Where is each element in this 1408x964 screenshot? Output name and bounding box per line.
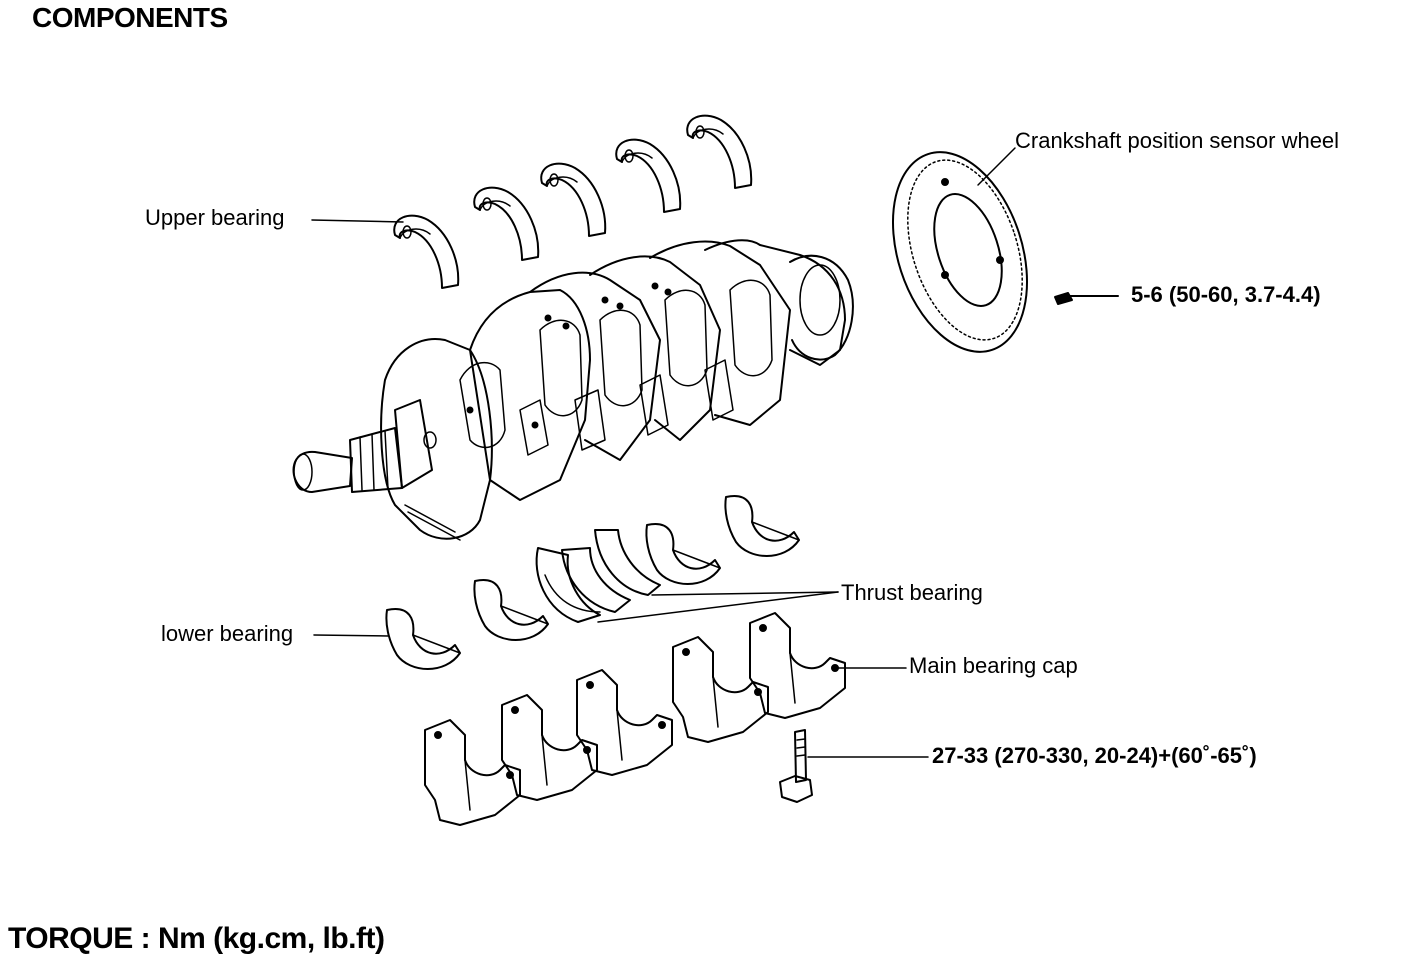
lower-bearing-shells	[385, 495, 800, 670]
main-bearing-caps	[424, 612, 846, 826]
upper-bearing-4	[615, 138, 682, 213]
sensor-wheel-label: Crankshaft position sensor wheel	[1015, 128, 1340, 153]
sensor-wheel-screw	[1054, 292, 1119, 305]
upper-bearing-1	[393, 214, 460, 289]
main-bearing-cap-3	[576, 669, 673, 776]
thrust-bearing-label: Thrust bearing	[841, 580, 983, 605]
lower-bearing-1	[385, 608, 461, 670]
sensor-wheel-torque-label: 5-6 (50-60, 3.7-4.4)	[1131, 282, 1321, 307]
lower-bearing-2	[473, 579, 549, 641]
upper-bearing-shells	[393, 114, 753, 289]
thrust-bearing-leader-2	[597, 591, 839, 623]
main-bearing-cap-label: Main bearing cap	[909, 653, 1078, 678]
main-bearing-cap-1	[424, 719, 521, 826]
upper-bearing-leader	[311, 219, 404, 223]
upper-bearing-3	[540, 162, 607, 237]
sensor-wheel-leader	[977, 147, 1016, 186]
lower-bearing-4	[724, 495, 800, 557]
thrust-bearing	[535, 529, 661, 623]
crankshaft	[292, 239, 854, 541]
torque-units-note: TORQUE : Nm (kg.cm, lb.ft)	[8, 922, 385, 955]
upper-bearing-2	[473, 186, 540, 261]
main-bearing-cap-bolt	[779, 729, 813, 803]
leader-lines	[311, 147, 1016, 758]
page-title: COMPONENTS	[32, 2, 228, 33]
main-bearing-cap-5	[749, 612, 846, 719]
lower-bearing-3	[645, 523, 721, 585]
main-bearing-cap-4	[672, 636, 769, 743]
lower-bearing-label: lower bearing	[161, 621, 294, 646]
sensor-wheel	[891, 151, 1029, 353]
lower-bearing-leader	[313, 634, 389, 637]
upper-bearing-5	[686, 114, 753, 189]
thrust-bearing-leader-1	[651, 591, 839, 596]
cap-bolt-torque-label: 27-33 (270-330, 20-24)+(60˚-65˚)	[932, 743, 1257, 768]
upper-bearing-label: Upper bearing	[145, 205, 285, 230]
main-bearing-cap-2	[501, 694, 598, 801]
